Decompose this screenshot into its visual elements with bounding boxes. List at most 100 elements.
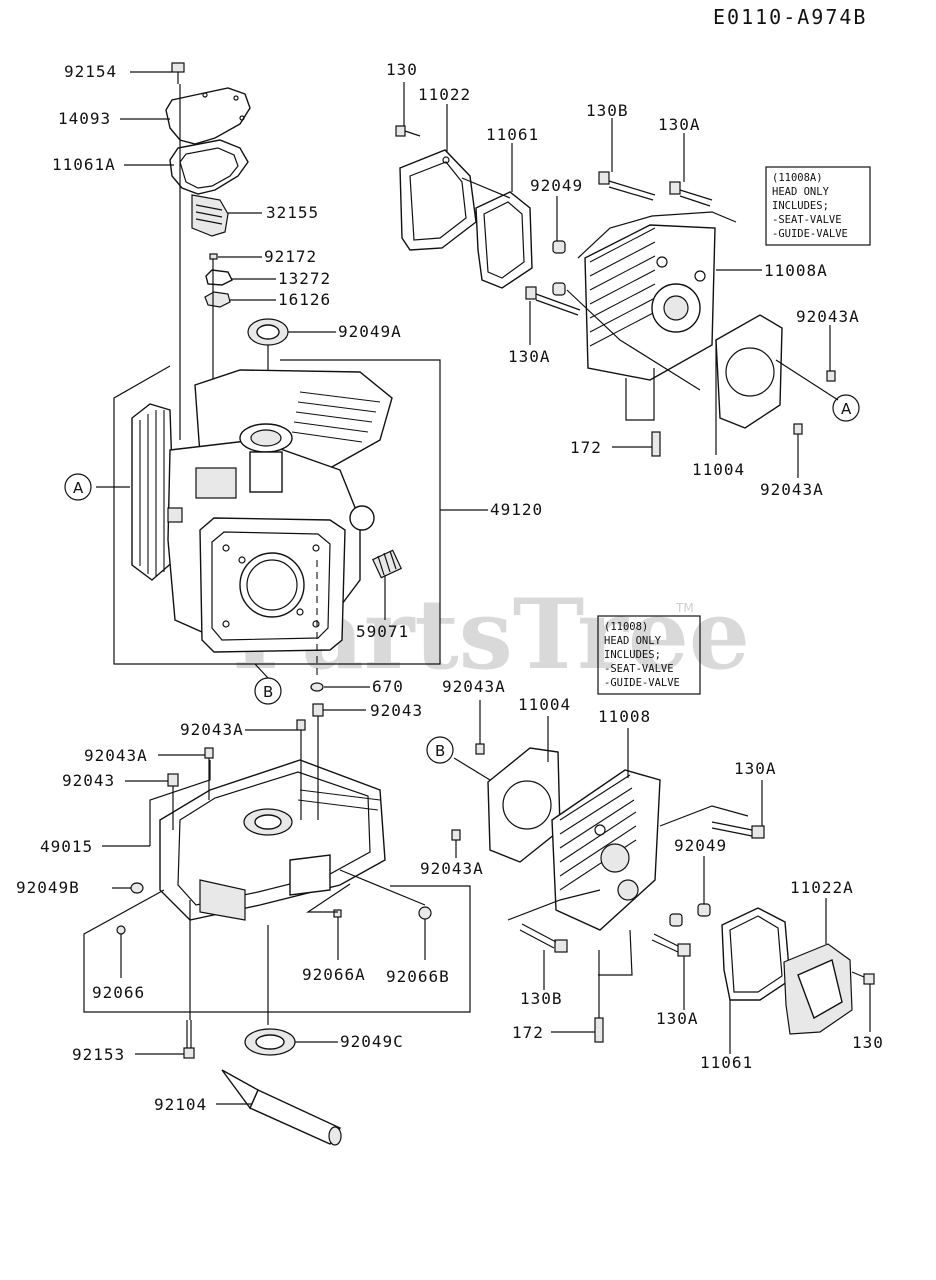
label-16126: 16126: [278, 290, 331, 309]
note-line4: -SEAT-VALVE: [604, 663, 674, 675]
bolt-92154-icon: [171, 62, 185, 84]
spring-59071-icon: [372, 549, 402, 579]
label-92043-l2: 92043: [62, 771, 115, 790]
label-92066A: 92066A: [302, 965, 366, 984]
rocker-cover-11022: [399, 149, 477, 251]
bolt-130A-mid-icon: [525, 286, 581, 316]
ref-b-left: B: [254, 677, 282, 705]
dowel-92043A-r1: [826, 370, 836, 382]
gasket-11061-bottom: [721, 907, 791, 1001]
stud-172-top: [651, 431, 661, 457]
bolt-130B-top-icon: [598, 171, 656, 201]
label-92066B: 92066B: [386, 967, 450, 986]
label-11008A: 11008A: [764, 261, 828, 280]
label-92172: 92172: [264, 247, 317, 266]
crankcase-49120: [131, 369, 393, 653]
dowel-92043A-c1: [475, 743, 485, 755]
note-line5: -GUIDE-VALVE: [604, 677, 680, 689]
note-line3: INCLUDES;: [604, 649, 661, 661]
svg-text:B: B: [263, 683, 273, 701]
label-670: 670: [372, 677, 404, 696]
cover-plate-14093: [165, 87, 251, 145]
note-head-only-a: [765, 166, 871, 246]
label-92043A-c2: 92043A: [420, 859, 484, 878]
label-13272: 13272: [278, 269, 331, 288]
label-11061A: 11061A: [52, 155, 116, 174]
label-130A-top: 130A: [658, 115, 701, 134]
label-11008: 11008: [598, 707, 651, 726]
cylinder-head-11008A: [584, 224, 716, 381]
label-92049-top: 92049: [530, 176, 583, 195]
label-92154: 92154: [64, 62, 117, 81]
label-59071: 59071: [356, 622, 409, 641]
plug-92066A: [333, 909, 342, 918]
note-a-line3: INCLUDES;: [772, 200, 829, 212]
label-92049B: 92049B: [16, 878, 80, 897]
label-130A-bottom: 130A: [656, 1009, 699, 1028]
screw-92172-icon: [209, 253, 218, 265]
stud-172-bottom: [594, 1017, 604, 1043]
plug-92066B: [418, 906, 432, 920]
label-92043A-r2: 92043A: [760, 480, 824, 499]
note-a-line4: -SEAT-VALVE: [772, 214, 842, 226]
part-16126: [204, 291, 231, 308]
label-172-top: 172: [570, 438, 602, 457]
label-11004-top: 11004: [692, 460, 745, 479]
label-92049A: 92049A: [338, 322, 402, 341]
bolt-130B-bottom-icon: [519, 923, 568, 953]
cylinder-head-11008: [551, 769, 661, 931]
bolt-130A-bottom-icon: [651, 933, 691, 957]
label-11061-bottom: 11061: [700, 1053, 753, 1072]
crankcase-cover-49015: [159, 759, 386, 921]
label-130-bottom: 130: [852, 1033, 884, 1052]
dowel-92043A-l1: [296, 719, 306, 731]
label-92043A-c1: 92043A: [442, 677, 506, 696]
label-172-bottom: 172: [512, 1023, 544, 1042]
label-92043A-l1: 92043A: [180, 720, 244, 739]
note-line1: (11008): [604, 621, 648, 633]
oil-seal-92049-right: [697, 903, 711, 917]
label-92066: 92066: [92, 983, 145, 1002]
label-32155: 32155: [266, 203, 319, 222]
label-92049-right: 92049: [674, 836, 727, 855]
label-14093: 14093: [58, 109, 111, 128]
label-130B-bottom: 130B: [520, 989, 563, 1008]
svg-text:A: A: [73, 479, 84, 497]
label-130-top: 130: [386, 60, 418, 79]
note-line2: HEAD ONLY: [604, 635, 662, 647]
pin-92043-top: [312, 703, 324, 717]
label-11022A: 11022A: [790, 878, 854, 897]
o-ring-670: [310, 682, 324, 692]
svg-text:B: B: [435, 742, 445, 760]
reed-valve-32155: [191, 194, 229, 237]
trademark: TM: [675, 601, 694, 615]
label-49015: 49015: [40, 837, 93, 856]
bolt-92153-icon: [183, 1020, 195, 1059]
ref-a-left: A: [64, 473, 92, 501]
bolt-130-top-icon: [395, 125, 421, 137]
plate-13272: [205, 269, 233, 286]
head-gasket-11004-top: [715, 314, 783, 429]
label-92043A-l2: 92043A: [84, 746, 148, 765]
plug-92066: [116, 925, 126, 935]
pin-92043-left: [167, 773, 179, 787]
note-a-line1: (11008A): [772, 172, 823, 184]
label-130B-top: 130B: [586, 101, 629, 120]
note-a-line2: HEAD ONLY: [772, 186, 830, 198]
ref-a-right: A: [832, 394, 860, 422]
label-92043-l1: 92043: [370, 701, 423, 720]
label-130A-mid: 130A: [508, 347, 551, 366]
bolt-130-bottom-icon: [851, 971, 875, 985]
label-92104: 92104: [154, 1095, 207, 1114]
oil-seal-92049-top: [552, 240, 566, 254]
label-11061-top: 11061: [486, 125, 539, 144]
diagram-code: E0110-A974B: [713, 5, 867, 29]
head-gasket-11004-bottom: [487, 747, 561, 863]
label-11004-bottom: 11004: [518, 695, 571, 714]
seal-92049B: [130, 882, 144, 894]
note-head-only: [597, 615, 701, 695]
label-92043A-r1: 92043A: [796, 307, 860, 326]
ref-b-right: B: [426, 736, 454, 764]
label-130A-right: 130A: [734, 759, 777, 778]
